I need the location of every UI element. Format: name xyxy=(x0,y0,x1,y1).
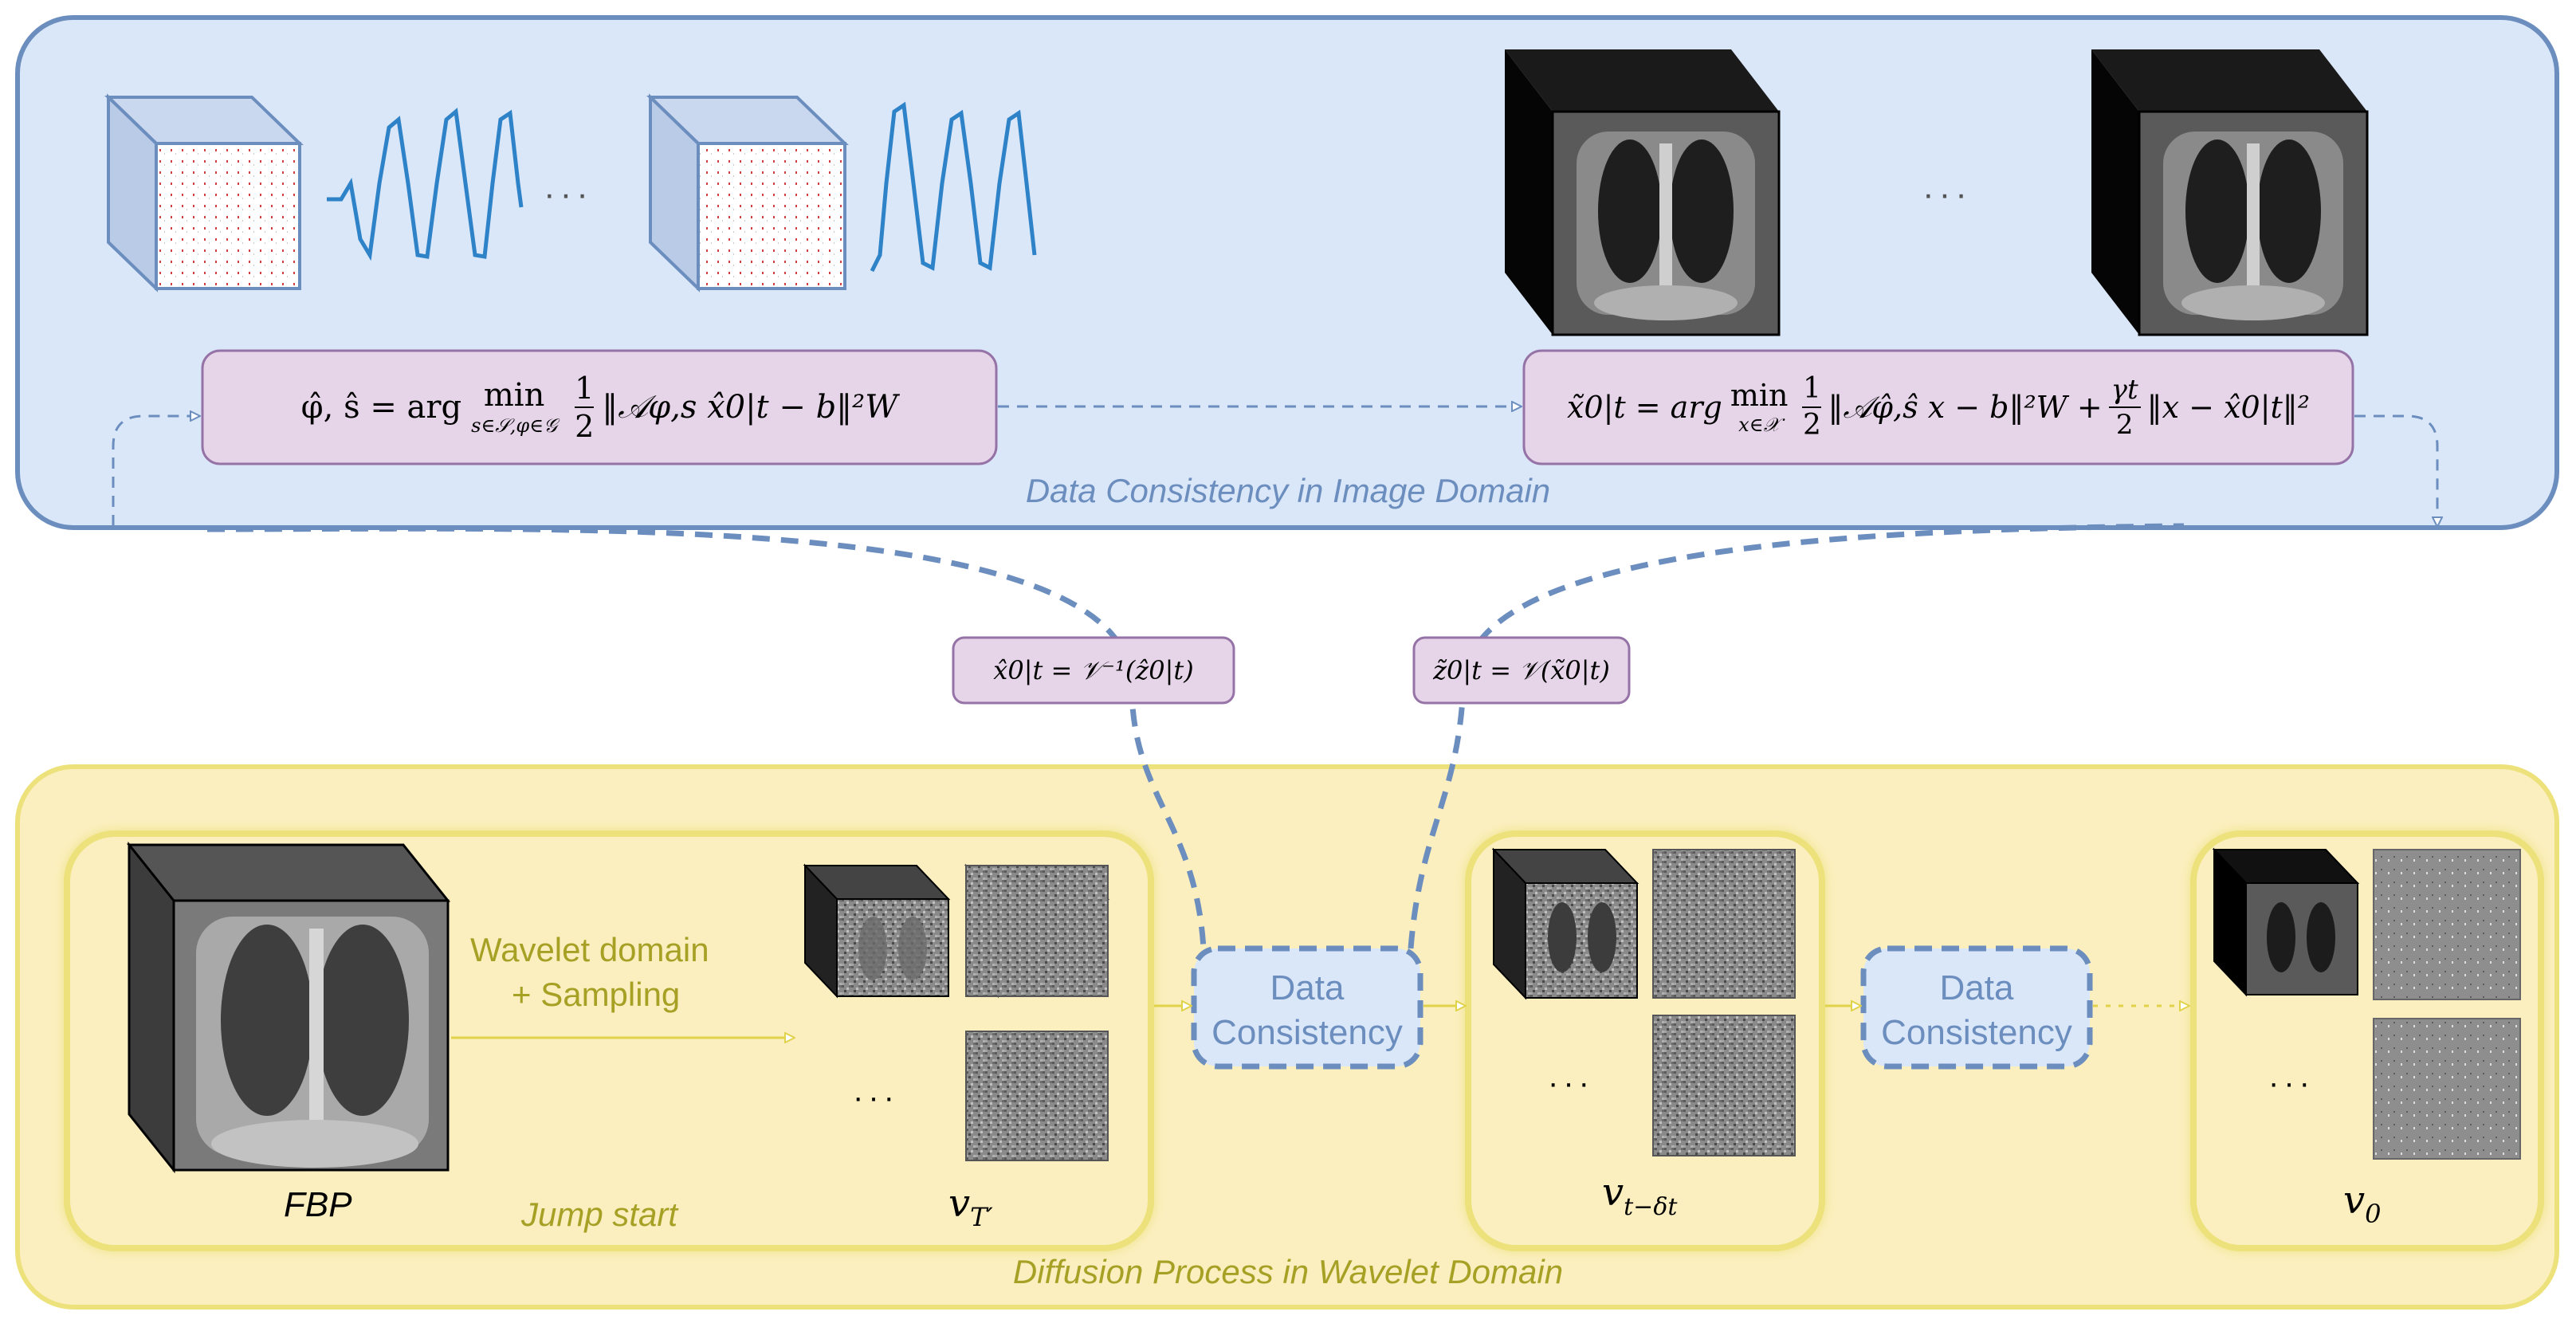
inverse-wavelet-curve xyxy=(206,525,1207,949)
inverse-wavelet-box xyxy=(952,636,1235,705)
wavelet-coeff-detail-T-1 xyxy=(964,863,1110,999)
forward-wavelet-equation: z̃0|t = 𝒱(x̃0|t) xyxy=(1433,654,1610,685)
recon-eq-mid: ‖𝒜φ̂,ŝ x − b‖²W + xyxy=(1828,389,2103,425)
jump-start-label: Jump start xyxy=(520,1196,679,1233)
data-consistency-2-line2: Consistency xyxy=(1881,1013,2072,1052)
fbp-volume xyxy=(126,841,451,1174)
motion-eq-min: min s∈𝒮,φ∈𝒢 xyxy=(471,379,557,435)
wavelet-coeff-lowpass-0 xyxy=(2212,847,2360,997)
projection-volume-2 xyxy=(646,93,849,293)
data-consistency-1-line1: Data xyxy=(1270,968,1345,1007)
wavelet-coeff-detail-t-2 xyxy=(1652,1015,1796,1156)
forward-wavelet-box xyxy=(1412,636,1631,705)
wavelet-coeff-detail-T-2 xyxy=(965,1031,1109,1161)
recon-eq-gamma: γt xyxy=(2111,374,2138,406)
wavelet-coeff-lowpass-t xyxy=(1491,847,1639,1000)
ellipsis-top-right: ··· xyxy=(1922,175,1972,214)
recon-eq-min-word: min xyxy=(1730,378,1789,413)
motion-estimation-box xyxy=(201,349,998,465)
wavelet-domain-caption: Diffusion Process in Wavelet Domain xyxy=(1012,1253,1564,1290)
forward-wavelet-curve xyxy=(1408,523,2185,949)
motion-eq-min-subscript: s∈𝒮,φ∈𝒢 xyxy=(471,414,558,437)
recon-eq-min-subscript: x∈𝒳 xyxy=(1738,414,1781,436)
ellipsis-v0: ··· xyxy=(2268,1066,2315,1101)
inverse-wavelet-equation: x̂0|t = 𝒱⁻¹(ẑ0|t) xyxy=(993,654,1194,685)
ellipsis-vT: ··· xyxy=(853,1080,899,1115)
wavelet-coeff-detail-0-2 xyxy=(2373,1018,2521,1160)
wavelet-coeff-lowpass-T xyxy=(803,863,951,999)
respiratory-signal-1-line xyxy=(327,108,524,261)
connector-right-loop xyxy=(2354,414,2437,526)
wavelet-sampling-label-2: + Sampling xyxy=(512,976,680,1013)
motion-eq-rhs: ‖𝒜φ,s x̂0|t − b‖²W xyxy=(602,389,898,426)
data-consistency-box-2 xyxy=(1860,945,2093,1070)
fbp-label: FBP xyxy=(284,1185,352,1224)
ellipsis-top-left: ··· xyxy=(544,175,593,214)
ellipsis-vt: ··· xyxy=(1548,1066,1594,1101)
wavelet-sampling-label-1: Wavelet domain xyxy=(470,931,709,968)
motion-eq-min-word: min xyxy=(483,377,545,414)
recon-eq-tail: ‖x − x̂0|t‖² xyxy=(2146,390,2311,425)
v-0-label: v0 xyxy=(2343,1178,2381,1229)
connector-left-loop xyxy=(112,416,199,526)
recon-eq-lhs: x̃0|t = arg xyxy=(1566,390,1722,425)
data-consistency-2-line1: Data xyxy=(1940,968,2014,1007)
image-domain-caption: Data Consistency in Image Domain xyxy=(1025,472,1551,509)
ct-volume-2 xyxy=(2091,49,2369,336)
data-consistency-box-1 xyxy=(1191,945,1423,1070)
respiratory-signal-2 xyxy=(870,101,1037,273)
recon-eq-min: min x∈𝒳 xyxy=(1730,380,1789,434)
wavelet-coeff-detail-t-1 xyxy=(1652,849,1796,999)
data-consistency-1-line2: Consistency xyxy=(1211,1013,1403,1052)
projection-volume-1 xyxy=(104,93,304,293)
reconstruction-box xyxy=(1522,349,2354,465)
motion-eq-lhs: φ̂, ŝ = arg xyxy=(300,389,462,426)
ct-volume-1 xyxy=(1505,49,1781,336)
wavelet-coeff-detail-0-1 xyxy=(2373,849,2521,1000)
